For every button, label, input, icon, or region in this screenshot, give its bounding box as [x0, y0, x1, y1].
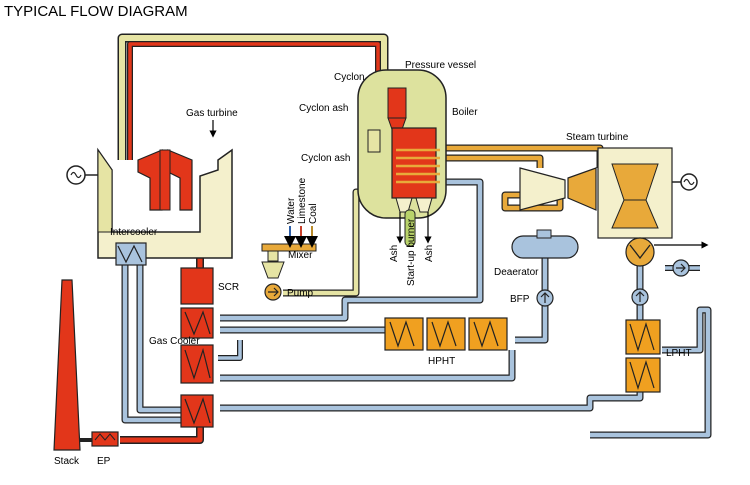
label-hpht: HPHT — [428, 356, 455, 367]
diagram-title: TYPICAL FLOW DIAGRAM — [4, 3, 188, 20]
label-mixer: Mixer — [288, 250, 313, 261]
label-ash-right: Ash — [424, 245, 435, 262]
gas-cooler — [180, 307, 214, 428]
hpht-heaters — [384, 317, 508, 351]
label-cyclon: Cyclon — [334, 72, 365, 83]
water-pipe — [121, 178, 712, 439]
scr — [180, 267, 214, 305]
generator-icon-left — [66, 165, 98, 185]
gas-turbine-housing — [97, 147, 233, 259]
label-pressure-vessel: Pressure vessel — [405, 60, 476, 71]
label-startup-burner: Start-up burner — [406, 218, 417, 286]
lpht-heaters — [625, 319, 661, 393]
deaerator — [511, 229, 579, 259]
label-gas-cooler: Gas Cooler — [149, 336, 200, 347]
startup-burner — [404, 209, 416, 247]
condenser — [625, 237, 709, 267]
label-water: Water — [286, 197, 297, 224]
labels: Gas turbine Cyclon Pressure vessel Boile… — [54, 60, 692, 467]
bfp-pump-icon — [536, 289, 554, 307]
cooling-pump-icon — [672, 259, 690, 277]
feed-arrows — [284, 226, 318, 248]
label-steam-turbine: Steam turbine — [566, 132, 629, 143]
label-coal: Coal — [308, 203, 319, 224]
label-scr: SCR — [218, 282, 239, 293]
intercooler — [115, 242, 147, 266]
label-intercooler: Intercooler — [110, 227, 158, 238]
label-bfp: BFP — [510, 294, 530, 305]
pump-icon — [264, 283, 282, 301]
condensate-pump-icon — [631, 288, 649, 306]
ash-arrows — [396, 212, 432, 244]
label-stack: Stack — [54, 456, 80, 467]
label-cyclon-ash-1: Cyclon ash — [299, 103, 348, 114]
generator-icon-right — [672, 173, 698, 191]
label-boiler: Boiler — [452, 107, 478, 118]
steam-turbine-hp — [519, 167, 597, 211]
air-pipe — [117, 33, 389, 160]
label-cyclon-ash-2: Cyclon ash — [301, 153, 350, 164]
label-gas-turbine: Gas turbine — [186, 108, 238, 119]
label-lpht: LPHT — [666, 348, 692, 359]
stack — [53, 279, 92, 451]
label-pump: Pump — [287, 288, 314, 299]
label-ep: EP — [97, 456, 111, 467]
steam-turbine-lp — [597, 147, 673, 239]
ep — [91, 431, 119, 447]
label-limestone: Limestone — [297, 177, 308, 224]
gas-turbine-rotor — [137, 149, 193, 211]
label-ash-left: Ash — [389, 245, 400, 262]
label-deaerator: Deaerator — [494, 267, 539, 278]
